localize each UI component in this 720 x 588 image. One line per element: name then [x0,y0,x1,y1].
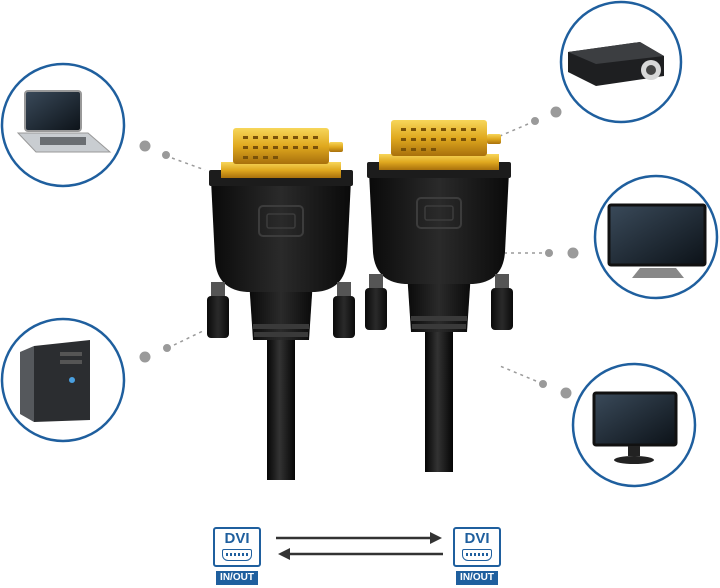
dvi-port-icon [462,549,492,561]
dvi-port-label: IN/OUT [456,571,498,585]
bidirectional-arrows [276,532,443,560]
dvi-port-name: DVI [224,530,250,547]
dvi-port-icon [222,549,252,561]
desktop-pc-icon [0,317,126,443]
monitor-icon [571,362,697,488]
dvi-port-left: DVI IN/OUT [208,527,266,585]
dvi-port-name: DVI [464,530,490,547]
dvi-connector-right [364,119,514,473]
dvi-connector-left [206,127,356,481]
tv-icon [593,174,719,300]
link-dots [139,106,579,399]
laptop-icon [0,62,126,188]
dvi-port-right: DVI IN/OUT [448,527,506,585]
projector-icon [559,0,683,124]
dvi-port-label: IN/OUT [216,571,258,585]
